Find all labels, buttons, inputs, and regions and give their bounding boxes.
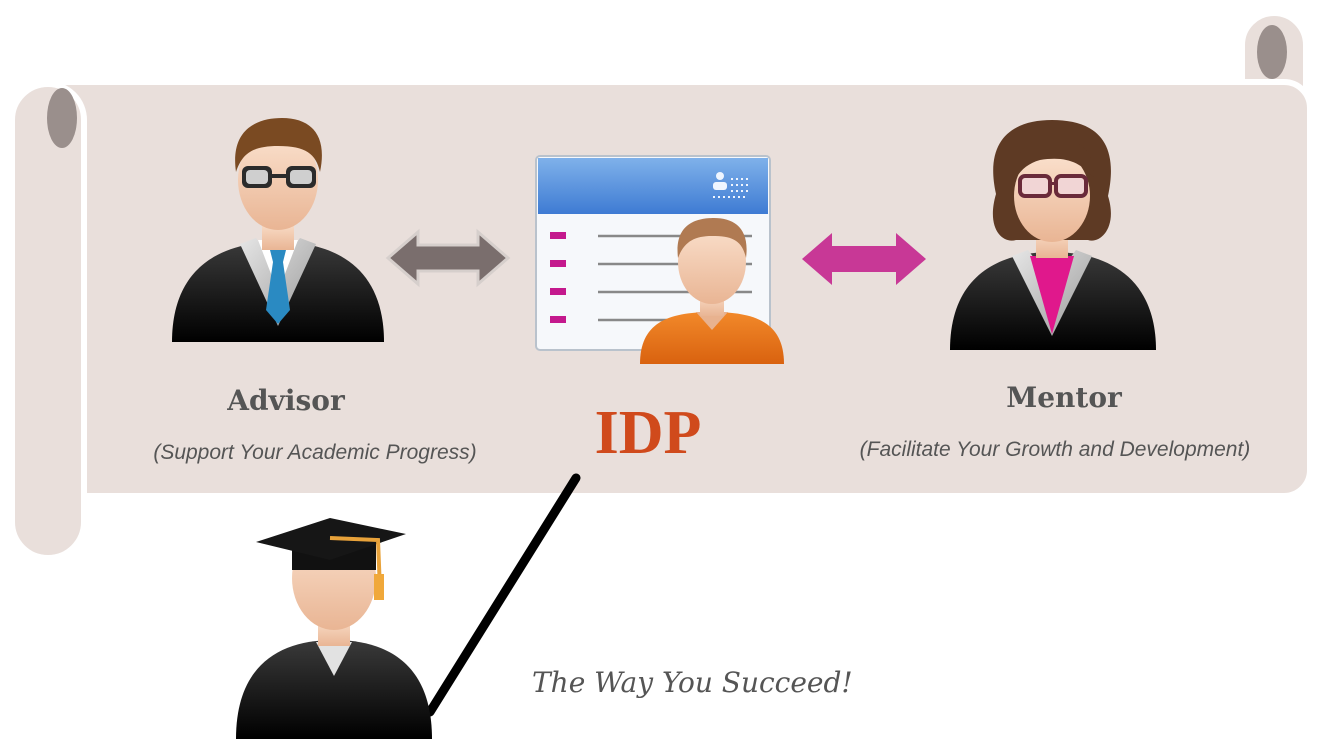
- scroll-roll-left-inner: [47, 88, 77, 148]
- advisor-avatar-icon: [172, 118, 384, 342]
- graduate-avatar-icon: [236, 518, 432, 739]
- mentor-label: Mentor: [1006, 381, 1122, 414]
- mentor-role: (Facilitate Your Growth and Development): [859, 438, 1251, 461]
- advisor-role: (Support Your Academic Progress): [153, 441, 477, 464]
- idp-label: IDP: [594, 399, 702, 467]
- connector-line: [425, 473, 581, 717]
- tagline: The Way You Succeed!: [532, 666, 853, 699]
- scroll-roll-left: [9, 81, 87, 561]
- mentor-avatar-icon: [950, 120, 1156, 350]
- idp-mentor-arrow: [802, 233, 926, 285]
- advisor-idp-arrow: [385, 228, 511, 288]
- scroll-curl-right-inner: [1257, 25, 1287, 79]
- idp-document-icon: [535, 155, 784, 364]
- advisor-label: Advisor: [227, 384, 345, 417]
